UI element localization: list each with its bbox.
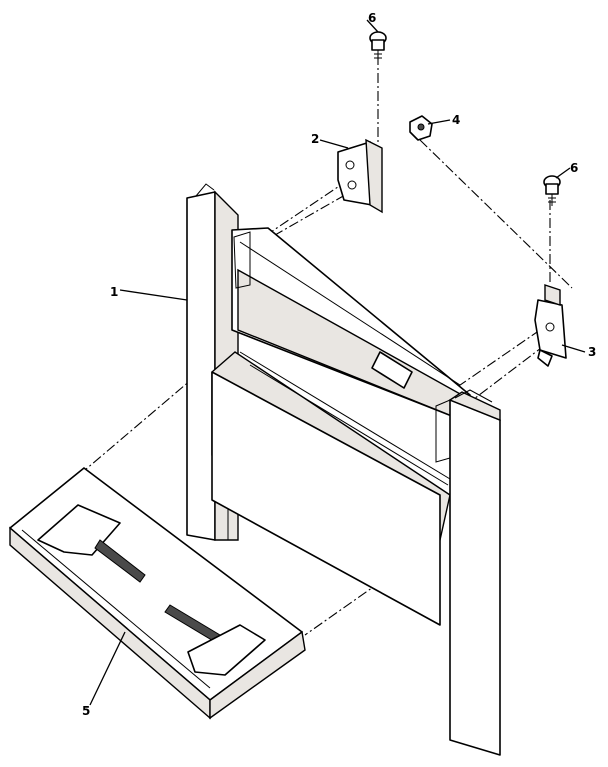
bracket-right: [534, 284, 567, 367]
callout-2: 2: [311, 132, 319, 146]
callout-6-top: 6: [368, 11, 376, 25]
callout-6-right: 6: [570, 161, 578, 175]
screw-4: [409, 115, 433, 141]
leader-lines: [89, 19, 586, 706]
callout-labels: 1 2 3 4 5 6 6: [82, 11, 596, 718]
top-cover: [231, 227, 471, 422]
callout-1: 1: [110, 285, 118, 299]
main-housing: [211, 351, 456, 626]
callout-5: 5: [82, 704, 90, 718]
callout-3: 3: [588, 345, 596, 359]
callout-4: 4: [452, 113, 460, 127]
screw-6-right: [543, 175, 561, 206]
paper-tray: [9, 467, 306, 720]
screw-6-top: [369, 31, 387, 60]
right-side-panel: [435, 389, 501, 756]
bracket-left: [337, 138, 383, 214]
